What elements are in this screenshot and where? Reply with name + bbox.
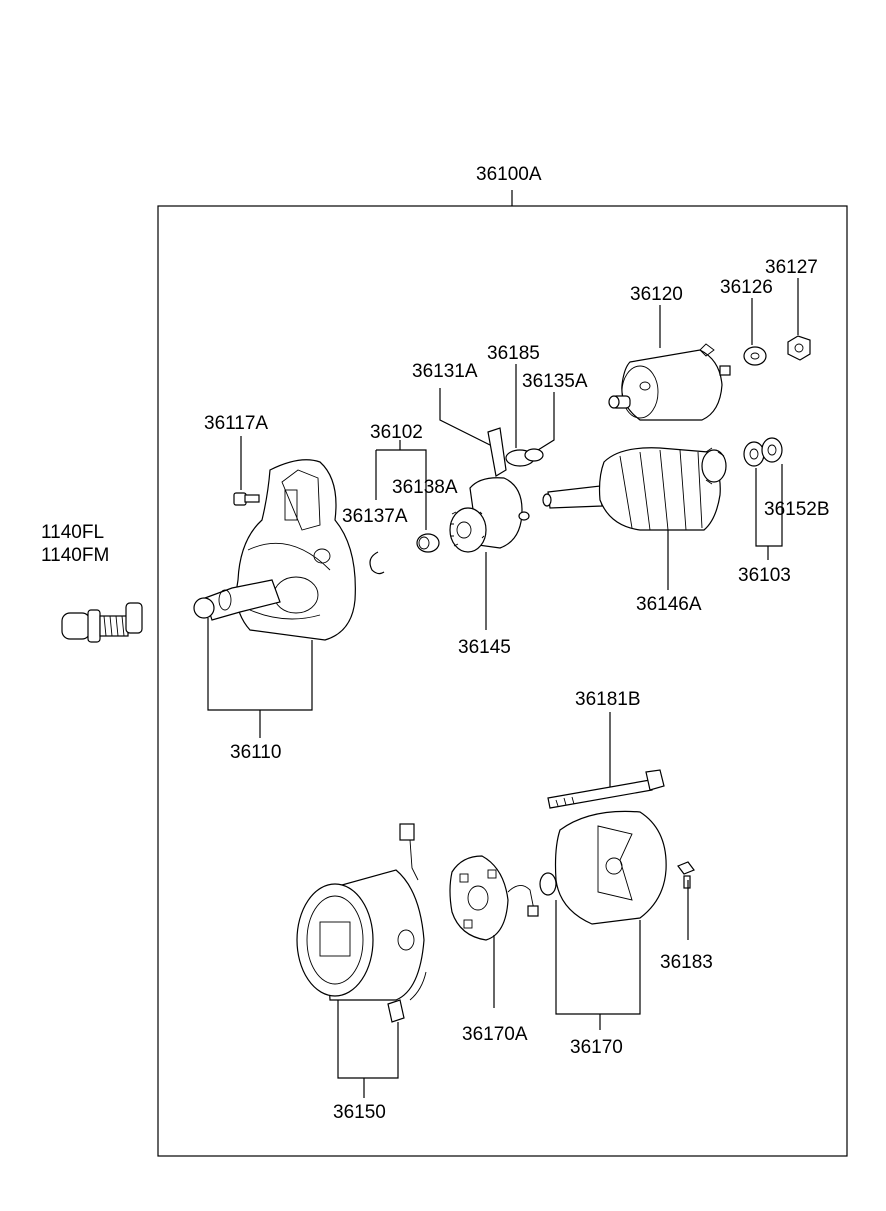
- clip-36137a: [369, 551, 385, 575]
- label-36183: 36183: [660, 952, 713, 973]
- washer-36152b: [743, 437, 783, 467]
- label-36137A: 36137A: [342, 506, 408, 527]
- bush-36138a: [416, 533, 440, 553]
- clutch-36145: [449, 477, 530, 553]
- label-36103: 36103: [738, 565, 791, 586]
- label-36138A: 36138A: [392, 477, 458, 498]
- label-36146A: 36146A: [636, 594, 702, 615]
- solenoid-36120: [608, 343, 731, 421]
- through-bolt-36181b: [547, 769, 665, 809]
- label-36120: 36120: [630, 284, 683, 305]
- assembly-frame: [157, 205, 848, 1157]
- label-36150: 36150: [333, 1102, 386, 1123]
- label-36110: 36110: [230, 742, 281, 763]
- label-36102: 36102: [370, 422, 423, 443]
- label-36127: 36127: [765, 257, 818, 278]
- bolt-36117a: [233, 492, 260, 506]
- label-1140FL: 1140FL: [41, 522, 104, 543]
- label-36131A: 36131A: [412, 361, 478, 382]
- label-36145: 36145: [458, 637, 511, 658]
- label-36152B: 36152B: [764, 499, 830, 520]
- lever-36131a: [487, 427, 544, 477]
- label-36170A: 36170A: [462, 1024, 528, 1045]
- label-36181B: 36181B: [575, 689, 641, 710]
- brush-holder-36170a: [449, 855, 539, 941]
- label-36100A: 36100A: [476, 164, 542, 185]
- yoke-36150: [296, 823, 427, 1023]
- label-36117A: 36117A: [204, 413, 268, 434]
- armature-36146a: [542, 447, 727, 531]
- label-36135A: 36135A: [522, 371, 588, 392]
- label-36126: 36126: [720, 277, 773, 298]
- label-36185: 36185: [487, 343, 540, 364]
- screw-36183: [677, 861, 695, 889]
- nut-36127: [787, 335, 811, 361]
- washer-36126: [743, 346, 767, 366]
- bolt-1140fl: [61, 602, 143, 643]
- rear-cover-36170: [539, 810, 667, 925]
- front-housing-36110: [193, 459, 356, 641]
- label-1140FM: 1140FM: [41, 545, 109, 566]
- label-36170: 36170: [570, 1037, 623, 1058]
